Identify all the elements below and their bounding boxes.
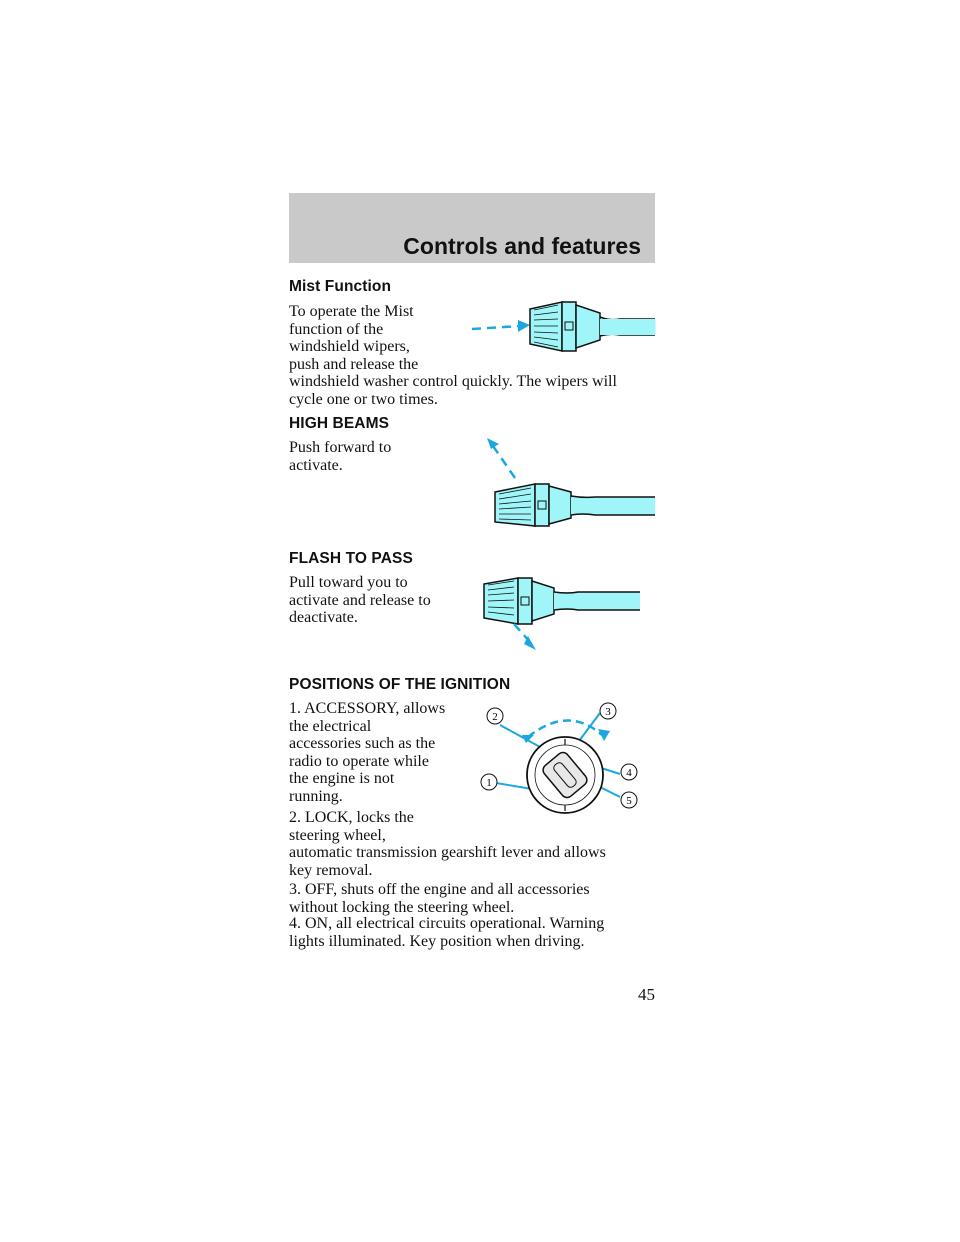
- flash-to-pass-stalk-illustration: [483, 577, 640, 650]
- callout-label-5: 5: [626, 795, 632, 807]
- callout-label-4: 4: [626, 767, 632, 779]
- high-beams-line: activate.: [289, 456, 343, 474]
- key-slot: [542, 751, 588, 799]
- ignition-line: without locking the steering wheel.: [289, 898, 515, 916]
- callout-4: [620, 763, 638, 781]
- ignition-line: lights illuminated. Key position when dr…: [289, 932, 585, 950]
- ignition-line: accessories such as the: [289, 735, 436, 752]
- page-number: 45: [638, 985, 655, 1004]
- section-title: Controls and features: [403, 233, 641, 259]
- ignition-line: 2. LOCK, locks the: [289, 809, 414, 826]
- ignition-item-on: 4. ON, all electrical circuits operation…: [289, 915, 604, 950]
- callout-label-3: 3: [605, 706, 611, 718]
- ignition-item-accessory: 1. ACCESSORY, allows the electrical acce…: [289, 700, 445, 805]
- push-forward-arrow-line: [491, 445, 517, 479]
- ignition-heading: POSITIONS OF THE IGNITION: [289, 676, 511, 693]
- pull-toward-arrow-head: [524, 636, 536, 650]
- push-forward-arrow-head: [487, 438, 499, 449]
- flash-line: activate and release to: [289, 591, 431, 609]
- push-arrow-head: [518, 320, 530, 332]
- arc-arrow-left: [522, 735, 534, 743]
- ignition-item-lock: 2. LOCK, locks the steering wheel, autom…: [289, 809, 606, 879]
- ignition-line: key removal.: [289, 861, 373, 879]
- flash-line: Pull toward you to: [289, 574, 408, 591]
- mist-line: windshield washer control quickly. The w…: [289, 373, 617, 390]
- callout-3: [599, 702, 617, 720]
- ignition-line: 3. OFF, shuts off the engine and all acc…: [289, 881, 590, 898]
- callout-2: [486, 707, 504, 725]
- mist-paragraph: To operate the Mist function of the wind…: [289, 303, 617, 408]
- callout-1: [480, 773, 498, 791]
- mist-heading: Mist Function: [289, 278, 392, 295]
- ignition-line: automatic transmission gearshift lever a…: [289, 844, 606, 861]
- high-beams-paragraph: Push forward to activate.: [289, 439, 391, 474]
- callout-label-2: 2: [492, 711, 498, 723]
- mist-line: function of the: [289, 320, 384, 338]
- flash-to-pass-heading: FLASH TO PASS: [289, 550, 413, 567]
- section-header: Controls and features: [289, 193, 655, 263]
- high-beams-line: Push forward to: [289, 439, 392, 456]
- high-beams-stalk-illustration: [487, 438, 655, 527]
- ignition-item-off: 3. OFF, shuts off the engine and all acc…: [289, 881, 590, 916]
- push-arrow-line: [471, 324, 521, 331]
- mist-line: To operate the Mist: [289, 303, 414, 320]
- ignition-line: 1. ACCESSORY, allows: [289, 700, 446, 717]
- ignition-line: the electrical: [289, 717, 372, 735]
- ignition-line: 4. ON, all electrical circuits operation…: [289, 915, 605, 932]
- rotation-arc: [527, 719, 603, 738]
- arc-arrow-right: [598, 729, 610, 741]
- flash-line: deactivate.: [289, 609, 358, 626]
- ignition-line: running.: [289, 787, 343, 805]
- mist-stalk-illustration: [471, 301, 656, 352]
- high-beams-heading: HIGH BEAMS: [289, 415, 390, 432]
- mist-line: cycle one or two times.: [289, 390, 438, 408]
- ignition-line: the engine is not: [289, 770, 395, 787]
- ignition-switch-diagram: 2 3 4 1 5: [480, 702, 638, 814]
- ignition-line: radio to operate while: [289, 752, 429, 770]
- mist-line: push and release the: [289, 355, 419, 373]
- flash-to-pass-paragraph: Pull toward you to activate and release …: [289, 574, 431, 627]
- callout-5: [620, 791, 638, 809]
- callout-label-1: 1: [486, 777, 492, 789]
- mist-line: windshield wipers,: [289, 338, 410, 355]
- ignition-line: steering wheel,: [289, 826, 386, 844]
- wiper-stalk-knob: [529, 301, 563, 352]
